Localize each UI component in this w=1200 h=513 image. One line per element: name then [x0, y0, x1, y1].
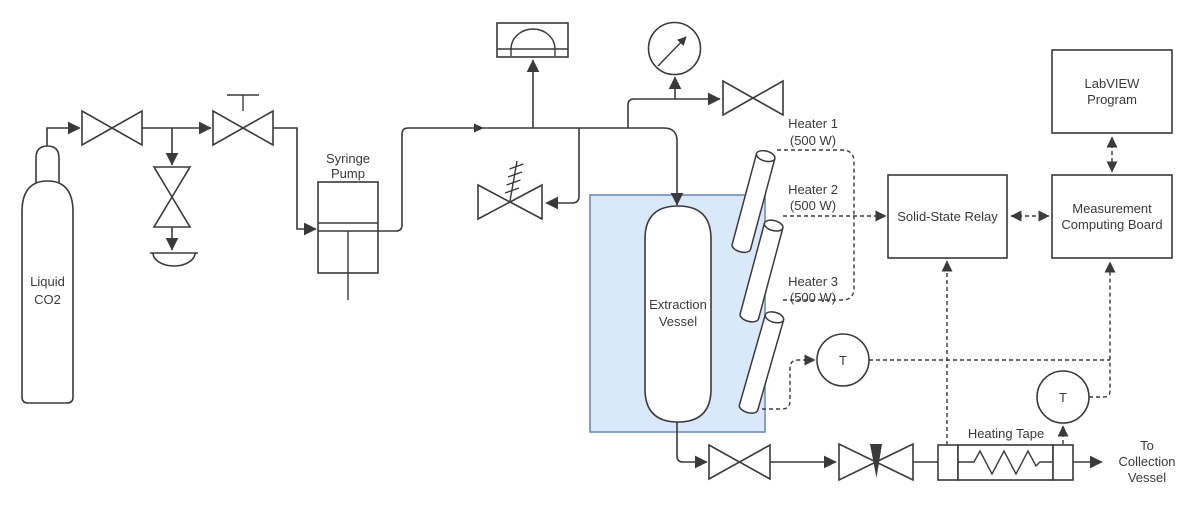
- heating-tape: Heating Tape: [937, 426, 1074, 481]
- cylinder-neck: [35, 145, 60, 183]
- heater1-name: Heater 1: [788, 116, 838, 131]
- pipe-vessel-outlet: [676, 422, 708, 469]
- collection-vessel-label: To Collection Vessel: [1118, 438, 1175, 485]
- burst-disc-dome-icon: [510, 28, 556, 50]
- heater-labels: Heater 1 (500 W) Heater 2 (500 W) Heater…: [788, 116, 838, 305]
- co2-cylinder: Liquid CO2: [21, 145, 74, 404]
- relief-valve-body: [477, 183, 543, 221]
- mcb-label-line2: Computing Board: [1061, 217, 1162, 232]
- signal-t2-to-mcb: [1089, 261, 1116, 398]
- extraction-vessel: Extraction Vessel: [644, 205, 712, 423]
- mcb-label-line1: Measurement: [1072, 201, 1152, 216]
- outlet-shutoff-valve: [708, 443, 771, 481]
- signal-heater-to-t1: [762, 354, 816, 410]
- t2-label: T: [1059, 390, 1067, 405]
- burst-disc-housing: [496, 22, 569, 58]
- labview-label-line1: LabVIEW: [1085, 76, 1141, 91]
- signal-lines: [762, 136, 1118, 445]
- vessel-label-line2: Vessel: [659, 314, 697, 329]
- solid-state-relay: Solid-State Relay: [887, 174, 1008, 259]
- measurement-computing-board: Measurement Computing Board: [1051, 174, 1173, 259]
- metering-needle-icon: [870, 444, 882, 478]
- labview-box: [1051, 49, 1173, 134]
- cylinder-label-line1: Liquid: [30, 274, 65, 289]
- pump-label-line1: Syringe: [326, 151, 370, 166]
- t1-circle: [816, 333, 870, 387]
- metering-valve: [838, 442, 914, 482]
- flow-arrow-manifold: [474, 123, 484, 133]
- mcb-box: [1051, 174, 1173, 259]
- labview-program: LabVIEW Program: [1051, 49, 1173, 134]
- burst-disc-seat: [497, 48, 568, 56]
- t1-label: T: [839, 353, 847, 368]
- t2-circle: [1036, 370, 1090, 424]
- heater2-name: Heater 2: [788, 182, 838, 197]
- tape-label: Heating Tape: [968, 426, 1044, 441]
- labview-label-line2: Program: [1087, 92, 1137, 107]
- valve-handle-icon: [227, 94, 259, 111]
- pipe-tank-to-valve1: [46, 121, 81, 146]
- heater3-power: (500 W): [790, 290, 836, 305]
- pipe-to-relief-valve: [545, 128, 580, 210]
- signal-heater3-bus: [783, 216, 855, 301]
- signal-heater1-bus: [777, 149, 855, 216]
- tape-temp-sensor: T: [1036, 370, 1090, 424]
- relay-box: [887, 174, 1008, 259]
- pressure-gauge: [647, 21, 702, 76]
- pipe-pump-to-vessel-manifold: [378, 127, 684, 232]
- pump-label-line2: Pump: [331, 166, 365, 181]
- regulating-valve: [212, 94, 274, 147]
- heater1-power: (500 W): [790, 133, 836, 148]
- syringe-pump: Syringe Pump: [317, 151, 379, 300]
- heater2-power: (500 W): [790, 198, 836, 213]
- spring-icon: [504, 160, 524, 202]
- collection-line2: Collection: [1118, 454, 1175, 469]
- resistor-icon: [958, 449, 1053, 476]
- relay-label: Solid-State Relay: [897, 209, 998, 224]
- pipe-to-vent-top-valve: [627, 92, 721, 128]
- top-vent-valve: [722, 79, 784, 117]
- vessel-temp-sensor: T: [816, 333, 870, 387]
- relief-valve: [477, 160, 543, 221]
- collection-line3: Vessel: [1128, 470, 1166, 485]
- tape-left-cap: [937, 444, 959, 481]
- heater3-name: Heater 3: [788, 274, 838, 289]
- pipe-valve2-to-pump: [273, 127, 317, 236]
- cylinder-body: [21, 180, 74, 404]
- vent-valve-body: [152, 166, 192, 228]
- cylinder-label-line2: CO2: [34, 292, 61, 307]
- collection-line1: To: [1140, 438, 1154, 453]
- vent-valve: [150, 166, 198, 267]
- vessel-label-line1: Extraction: [649, 297, 707, 312]
- extraction-vessel-body: [644, 205, 712, 423]
- shutoff-valve-1: [81, 109, 143, 147]
- tape-right-cap: [1052, 444, 1074, 481]
- gauge-needle-icon: [657, 36, 687, 67]
- regulating-valve-body: [212, 109, 274, 147]
- drain-dish-icon: [150, 252, 198, 267]
- burst-disc: [496, 22, 569, 58]
- pipes: [46, 59, 1103, 469]
